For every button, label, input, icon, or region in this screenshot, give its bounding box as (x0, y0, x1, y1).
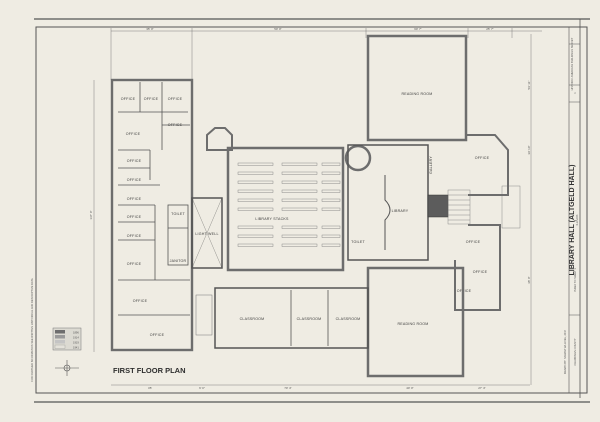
room-office-13: OFFICE (150, 333, 165, 337)
room-light-well: LIGHT WELL (195, 232, 218, 236)
dim-top-4: 25' 7" (486, 27, 493, 31)
room-gallery: GALLERY (429, 156, 433, 174)
dim-bottom-1: 35' (148, 386, 152, 390)
legend-year-3: 1919 (73, 341, 79, 345)
room-library-stacks: LIBRARY STACKS (255, 217, 289, 221)
room-toilet-central: TOILET (351, 240, 365, 244)
library-stacks (226, 146, 345, 272)
inner-border (35, 26, 588, 394)
dim-right-lower: 38' 0" (527, 276, 531, 283)
index-line: INDEX TO SHEET 1 (573, 268, 577, 292)
room-office-2: OFFICE (144, 97, 159, 101)
room-classroom-2: CLASSROOM (297, 317, 322, 321)
legend-year-1: 1896 (73, 331, 79, 335)
dim-top-3: 60' 7" (414, 27, 421, 31)
delineator: DRAWN BY: SAMANTHA LIVEL, 2017 (563, 329, 567, 374)
dim-right-middle: 39' 10" (527, 145, 531, 154)
compass-icon (55, 360, 79, 376)
dimensions-top (110, 28, 542, 80)
room-office-8: OFFICE (127, 197, 142, 201)
agency-block: HISTORIC AMERICAN BUILDINGS SURVEY (570, 37, 574, 90)
sheet-number: 1 (573, 92, 577, 94)
dim-left: 137' 0" (89, 210, 93, 219)
room-toilet-west: TOILET (171, 212, 185, 216)
dim-bottom-4: 40' 0" (406, 386, 413, 390)
room-office-6: OFFICE (127, 159, 142, 163)
ornamental-panel (427, 194, 449, 218)
east-offices (454, 134, 509, 311)
room-office-4: OFFICE (168, 123, 183, 127)
dim-bottom-5: 27' 4" (478, 386, 485, 390)
room-classroom-3: CLASSROOM (336, 317, 361, 321)
location-line: CHAMPAIGN COUNTY (573, 338, 577, 365)
east-stairs (447, 185, 521, 229)
south-stair (195, 294, 213, 336)
room-office-7: OFFICE (127, 178, 142, 182)
room-office-10: OFFICE (127, 234, 142, 238)
room-library: LIBRARY (392, 209, 409, 213)
room-classroom-1: CLASSROOM (240, 317, 265, 321)
dim-top-1: 35' 0" (146, 27, 153, 31)
room-office-9: OFFICE (127, 215, 142, 219)
room-reading-room-north: READING ROOM (402, 92, 433, 96)
room-office-east-3: OFFICE (473, 270, 488, 274)
room-office-11: OFFICE (127, 262, 142, 266)
room-reading-room-south: READING ROOM (398, 322, 429, 326)
title-block: HISTORIC AMERICAN BUILDINGS SURVEY 1 LIB… (563, 27, 580, 393)
classrooms (214, 287, 369, 349)
room-office-east-2: OFFICE (466, 240, 481, 244)
dim-bottom-2: 6' 0" (199, 386, 205, 390)
building-title: LIBRARY HALL (ALTGELD HALL) (569, 165, 576, 276)
side-note: FOR FURTHER INFORMATION SEE WRITTEN HIST… (30, 278, 34, 381)
light-well (191, 197, 223, 269)
dim-right-upper: 59' 11" (527, 81, 531, 90)
legend-year-4: 1941 (73, 346, 79, 350)
north-reading-room (366, 34, 468, 142)
legend-year-2: 1914 (73, 336, 79, 340)
room-janitor: JANITOR (170, 259, 187, 263)
dim-bottom-3: 70' 4" (284, 386, 291, 390)
spiral-stair (344, 144, 372, 172)
room-office-east-1: OFFICE (475, 156, 490, 160)
room-office-3: OFFICE (168, 97, 183, 101)
stair-tower (206, 127, 233, 151)
plan-title: FIRST FLOOR PLAN (113, 366, 186, 375)
room-office-12: OFFICE (133, 299, 148, 303)
dim-top-2: 50' 0" (274, 27, 281, 31)
phase-legend: 1896 1914 1919 1941 (52, 327, 82, 351)
room-office-5: OFFICE (126, 132, 141, 136)
building-subtitle: ILLINOIS (575, 214, 579, 225)
room-office-1: OFFICE (121, 97, 136, 101)
